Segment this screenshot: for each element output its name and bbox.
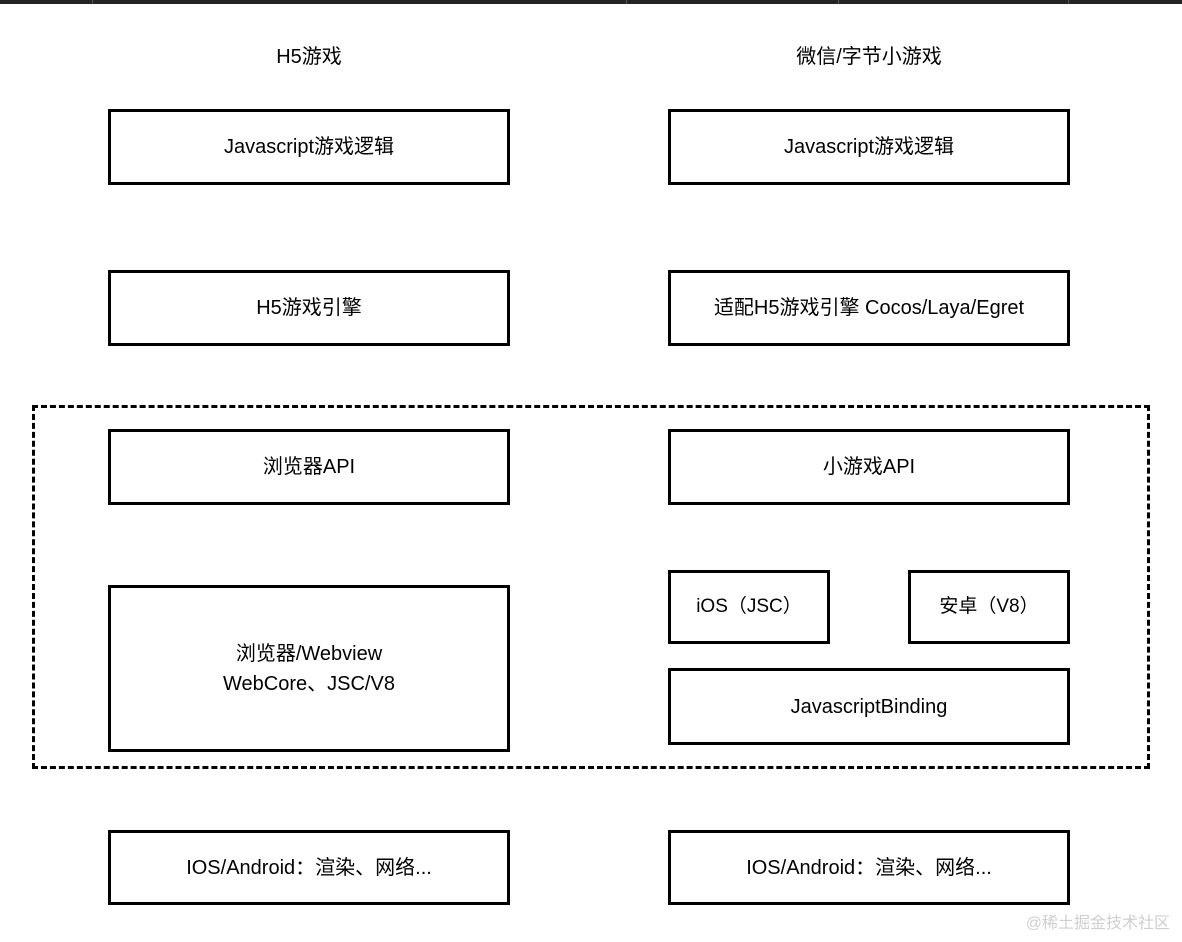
box-label: 浏览器/Webview WebCore、JSC/V8 bbox=[223, 642, 395, 695]
box-ios-jsc: iOS（JSC） bbox=[668, 570, 830, 644]
box-label: JavascriptBinding bbox=[790, 695, 948, 718]
box-label: 适配H5游戏引擎 Cocos/Laya/Egret bbox=[713, 297, 1025, 319]
box-android-v8: 安卓（V8） bbox=[908, 570, 1070, 644]
box-mini-os-layer: IOS/Android：渲染、网络... bbox=[668, 830, 1070, 905]
top-chrome-separator bbox=[1068, 0, 1069, 4]
box-label: IOS/Android：渲染、网络... bbox=[186, 856, 432, 879]
box-h5-os-layer: IOS/Android：渲染、网络... bbox=[108, 830, 510, 905]
box-mini-engine-adapter: 适配H5游戏引擎 Cocos/Laya/Egret bbox=[668, 270, 1070, 346]
box-label: iOS（JSC） bbox=[696, 596, 802, 617]
box-label: IOS/Android：渲染、网络... bbox=[746, 856, 992, 879]
box-javascript-binding: JavascriptBinding bbox=[668, 668, 1070, 745]
box-label: 安卓（V8） bbox=[939, 596, 1039, 617]
box-browser-api: 浏览器API bbox=[108, 429, 510, 505]
box-h5-game-logic: Javascript游戏逻辑 bbox=[108, 109, 510, 185]
box-label: 小游戏API bbox=[822, 456, 916, 478]
box-h5-engine: H5游戏引擎 bbox=[108, 270, 510, 346]
box-label: H5游戏引擎 bbox=[256, 297, 362, 319]
top-chrome-separator bbox=[838, 0, 839, 4]
box-label: 浏览器API bbox=[262, 456, 356, 478]
box-mini-game-api: 小游戏API bbox=[668, 429, 1070, 505]
top-chrome-strip bbox=[0, 0, 1182, 4]
column-title-mini-game: 微信/字节小游戏 bbox=[796, 46, 942, 68]
box-label: Javascript游戏逻辑 bbox=[783, 136, 955, 158]
box-browser-webview-runtime: 浏览器/Webview WebCore、JSC/V8 bbox=[108, 585, 510, 752]
column-title-h5: H5游戏 bbox=[276, 46, 342, 68]
box-label: Javascript游戏逻辑 bbox=[223, 136, 395, 158]
runtime-layer-dashed-group bbox=[32, 405, 1150, 769]
box-mini-game-logic: Javascript游戏逻辑 bbox=[668, 109, 1070, 185]
top-chrome-separator bbox=[626, 0, 627, 4]
top-chrome-separator bbox=[92, 0, 93, 4]
watermark: @稀土掘金技术社区 bbox=[1025, 915, 1170, 932]
